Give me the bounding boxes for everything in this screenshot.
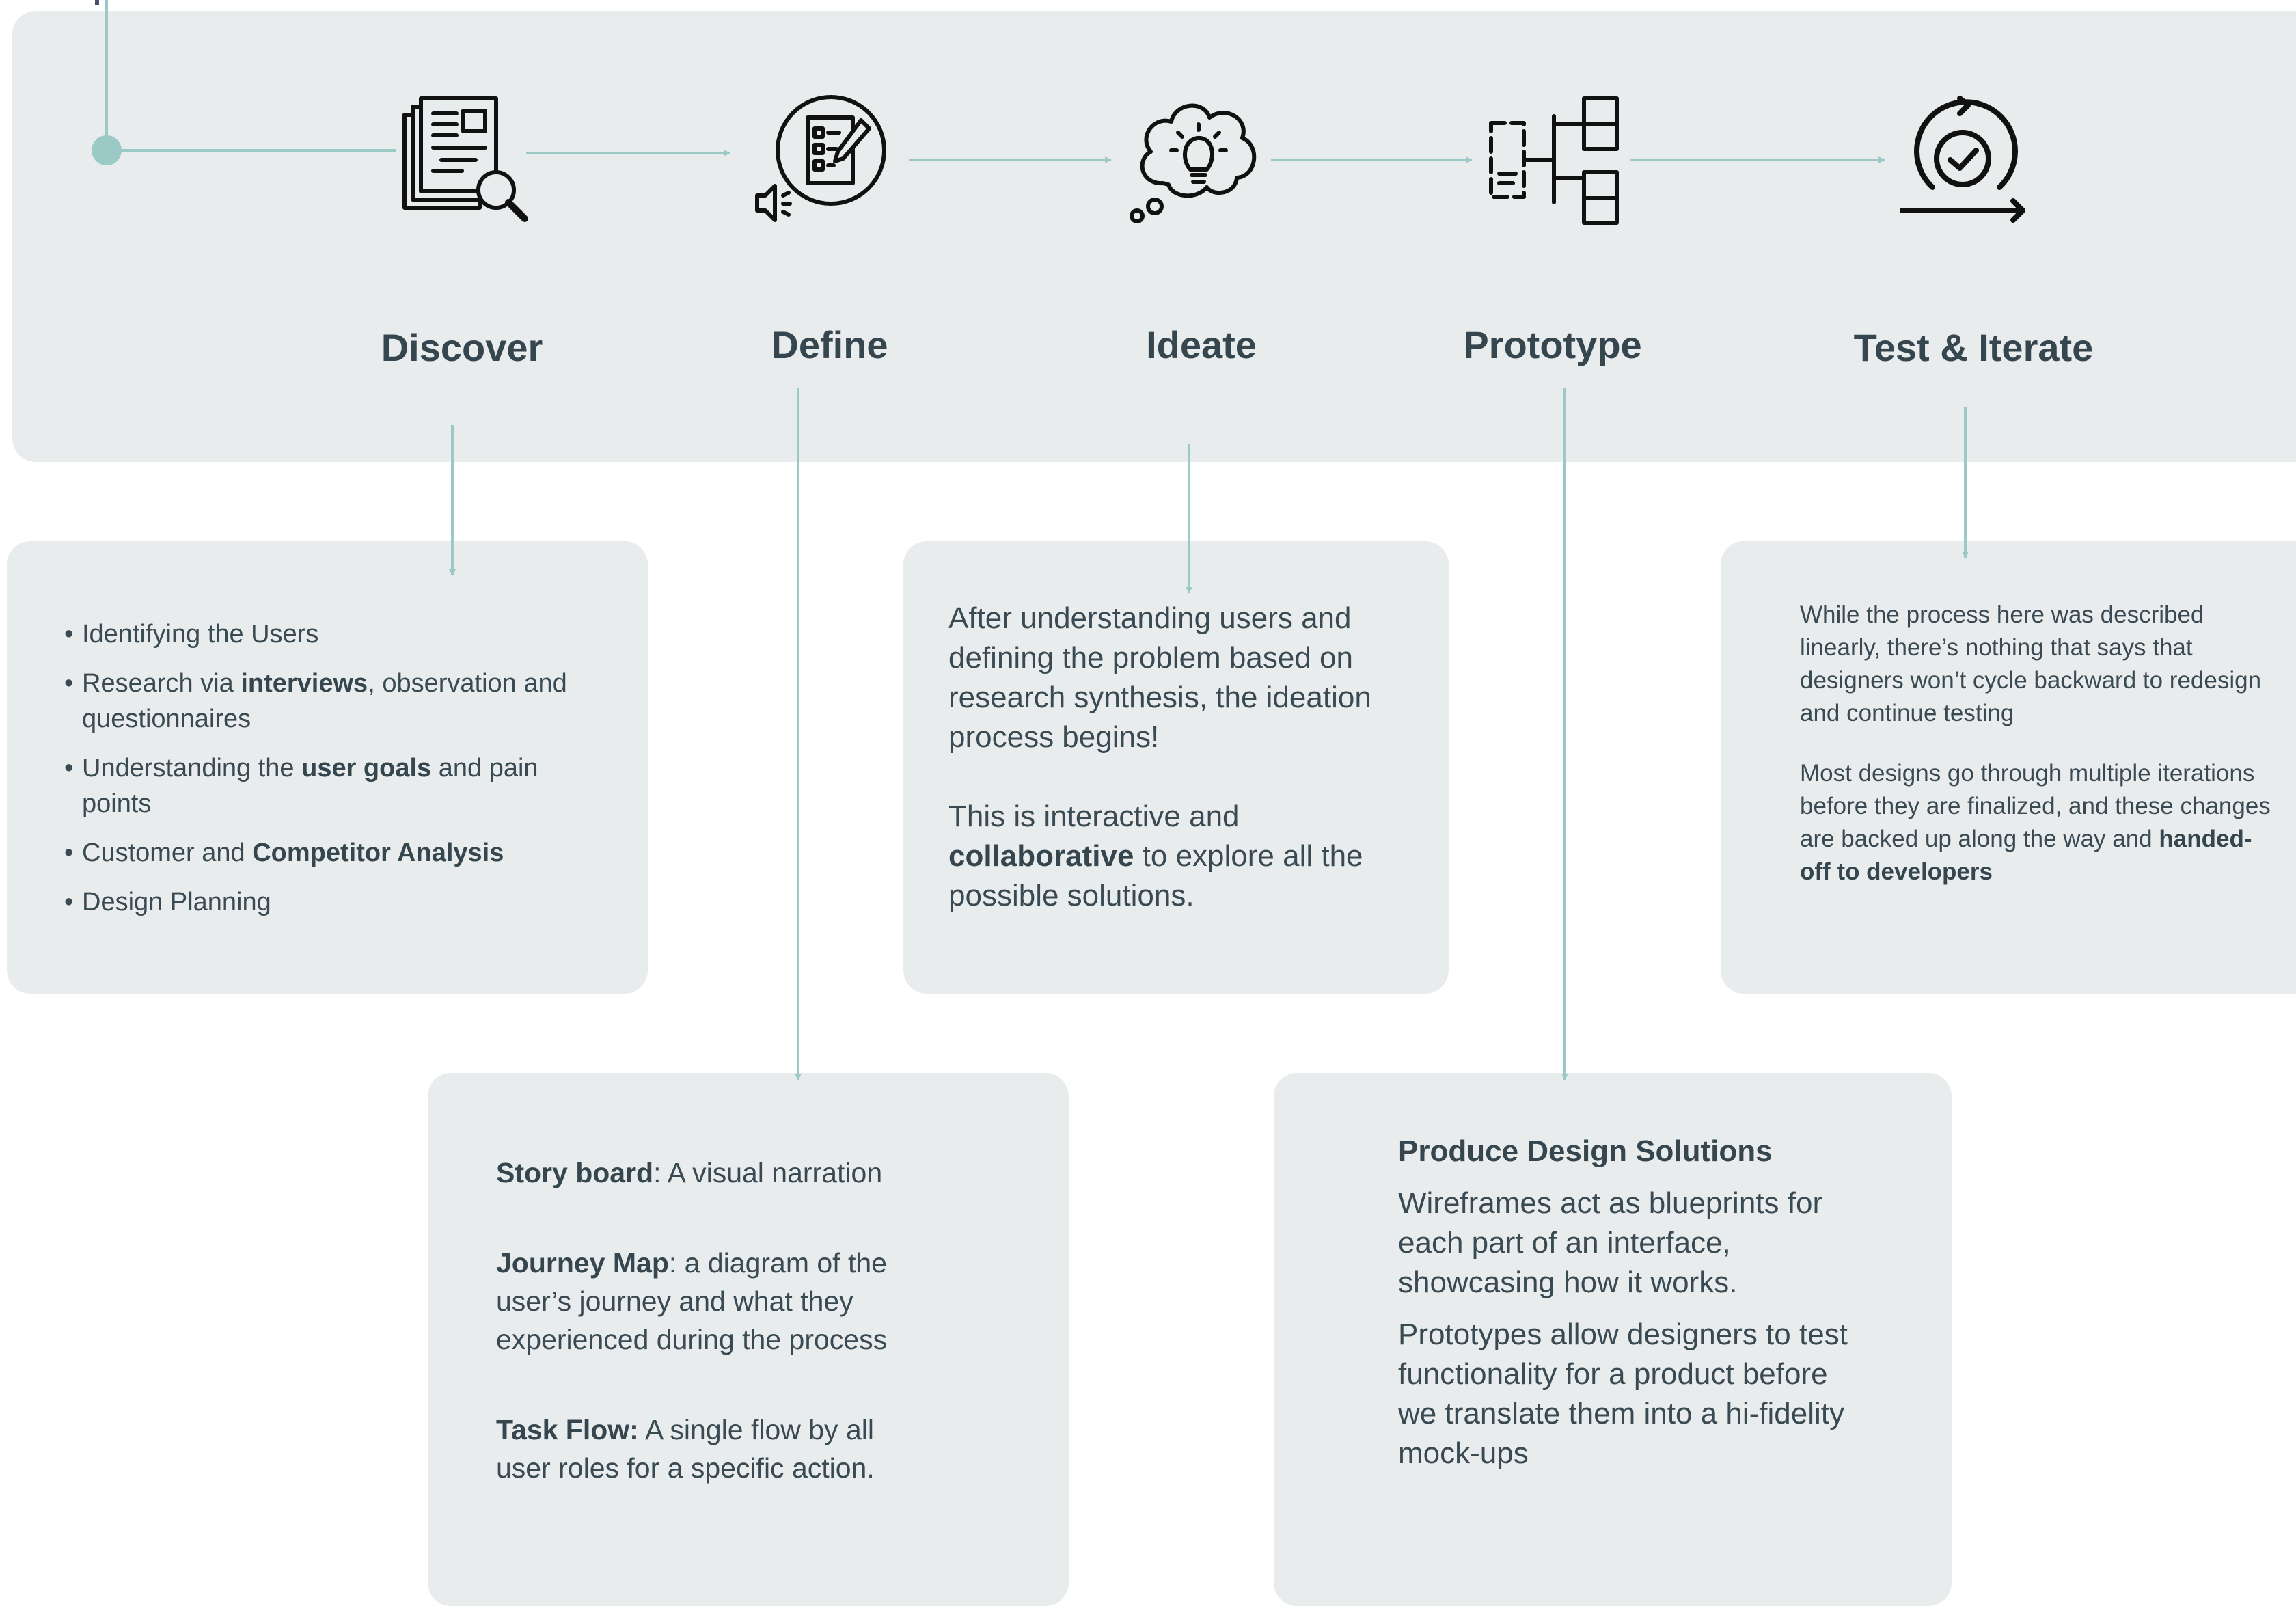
checklist-megaphone-icon	[752, 93, 888, 230]
test-details-panel	[1721, 541, 2296, 994]
prototype-paragraph-1: Wireframes act as blueprints for each pa…	[1398, 1186, 1823, 1299]
test-paragraph-1: While the process here was described lin…	[1800, 601, 2262, 726]
list-item: Design Planning	[64, 884, 570, 920]
list-item: Research via interviews, observation and…	[64, 666, 570, 737]
ideate-details-panel	[903, 541, 1449, 994]
define-task-flow: Task Flow: A single flow by all user rol…	[496, 1414, 875, 1484]
discover-list: Identifying the Users Research via inter…	[64, 616, 570, 920]
document-search-icon	[399, 93, 536, 230]
start-node	[92, 135, 122, 165]
ideate-paragraph-1: After understanding users and defining t…	[948, 601, 1371, 754]
define-journey-map: Journey Map: a diagram of the user’s jou…	[496, 1247, 888, 1355]
prototype-details: Produce Design Solutions Wireframes act …	[1398, 1132, 1849, 1473]
test-details: While the process here was described lin…	[1800, 599, 2278, 888]
cycle-check-icon	[1897, 93, 2034, 230]
discover-details: Identifying the Users Research via inter…	[64, 616, 570, 934]
define-storyboard: Story board: A visual narration	[496, 1157, 883, 1188]
process-band	[12, 11, 2296, 462]
test-paragraph-2: Most designs go through multiple iterati…	[1800, 760, 2271, 885]
stage-title-define: Define	[771, 323, 888, 366]
stage-title-test-iterate: Test & Iterate	[1853, 326, 2094, 369]
define-details-panel	[428, 1073, 1069, 1606]
list-item: Understanding the user goals and pain po…	[64, 750, 570, 821]
lightbulb-thought-cloud-icon	[1128, 93, 1264, 230]
stage-title-prototype: Prototype	[1463, 323, 1642, 366]
flow-blocks-icon	[1486, 93, 1622, 230]
define-details: Story board: A visual narration Journey …	[496, 1154, 933, 1487]
prototype-heading: Produce Design Solutions	[1398, 1134, 1773, 1168]
stage-title-discover: Discover	[381, 326, 543, 369]
ideate-details: After understanding users and defining t…	[948, 599, 1413, 916]
prototype-details-panel	[1274, 1073, 1952, 1606]
prototype-paragraph-2: Prototypes allow designers to test funct…	[1398, 1318, 1848, 1470]
ideate-paragraph-2: This is interactive and collaborative to…	[948, 800, 1363, 912]
stage-title-ideate: Ideate	[1146, 323, 1257, 366]
list-item: Identifying the Users	[64, 616, 570, 652]
list-item: Customer and Competitor Analysis	[64, 835, 570, 871]
